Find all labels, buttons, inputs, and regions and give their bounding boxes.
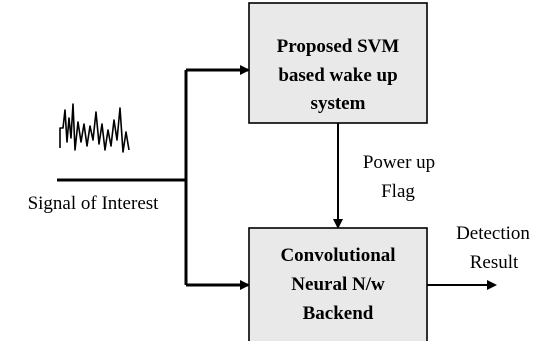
signal-of-interest-label: Signal of Interest	[28, 193, 160, 214]
cnn-block-line1: Convolutional	[280, 245, 395, 266]
svm-block-line1: Proposed SVM	[277, 36, 400, 57]
svm-block-line2: based wake up	[278, 65, 397, 86]
power-up-flag-label-line1: Power up	[363, 152, 435, 173]
detection-result-label-line2: Result	[470, 252, 519, 273]
waveform-icon	[59, 103, 130, 153]
svm-block: Proposed SVM based wake up system	[248, 2, 428, 124]
detection-result-label-line1: Detection	[456, 223, 530, 244]
cnn-block-line2: Neural N/w	[291, 274, 385, 295]
cnn-block: Convolutional Neural N/w Backend	[248, 227, 428, 341]
power-up-flag-label-line2: Flag	[381, 181, 415, 202]
cnn-block-line3: Backend	[303, 303, 374, 324]
svm-block-line3: system	[311, 93, 366, 114]
